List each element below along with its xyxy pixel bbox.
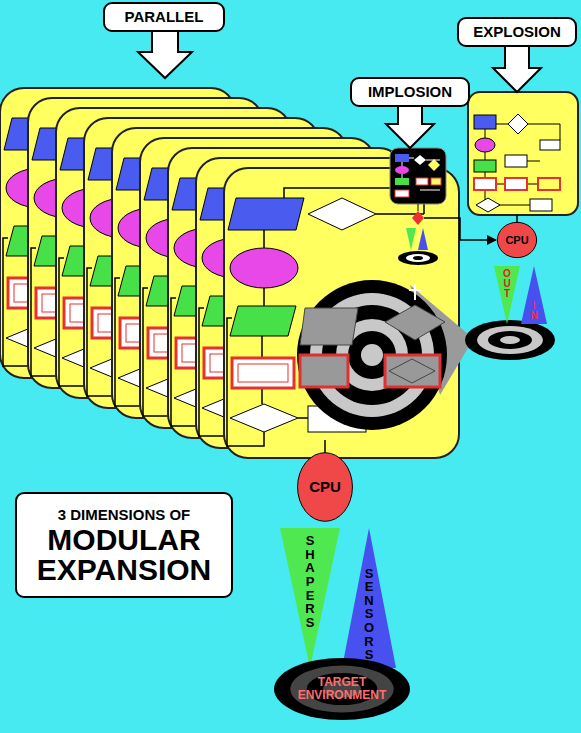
node-text: MODULAR EXPANSION bbox=[25, 525, 223, 585]
node-text: CPU bbox=[505, 234, 528, 247]
signal-wire bbox=[516, 215, 518, 222]
node-text: EXPLOSION bbox=[473, 23, 561, 40]
node-text: SHAPERS bbox=[304, 534, 316, 629]
callout-arrow bbox=[386, 104, 434, 148]
module-target bbox=[297, 280, 447, 430]
node-text: 3 DIMENSIONS OF bbox=[58, 505, 191, 525]
node-text: SENSORS bbox=[363, 567, 375, 662]
input-triangle: IN bbox=[521, 266, 547, 324]
cpu-ellipse: CPU bbox=[297, 452, 353, 522]
callout-box: PARALLEL bbox=[103, 2, 225, 32]
sensors-triangle: SENSORS bbox=[342, 528, 396, 668]
small-target bbox=[465, 320, 555, 360]
node-text: IMPLOSION bbox=[368, 83, 452, 100]
implosion-board bbox=[390, 148, 446, 265]
node-text: PARALLEL bbox=[125, 8, 204, 25]
module-board bbox=[224, 168, 459, 458]
node-text: CPU bbox=[309, 478, 341, 495]
title-box: 3 DIMENSIONS OFMODULAR EXPANSION bbox=[15, 492, 233, 598]
callout-arrow bbox=[493, 44, 541, 92]
callout-arrow bbox=[138, 29, 192, 78]
shapers-triangle: SHAPERS bbox=[280, 528, 340, 668]
signal-wire bbox=[324, 440, 326, 454]
callout-box: EXPLOSION bbox=[457, 17, 577, 47]
node-text: TARGET ENVIRONMENT bbox=[290, 676, 394, 702]
cpu-ellipse: CPU bbox=[497, 222, 537, 258]
node-text: OUT bbox=[503, 269, 512, 299]
signal-wire bbox=[424, 218, 496, 240]
output-triangle: OUT bbox=[494, 266, 520, 324]
explosion-board bbox=[468, 92, 578, 215]
target-ellipse: TARGET ENVIRONMENT bbox=[274, 658, 410, 720]
callout-box: IMPLOSION bbox=[350, 77, 470, 107]
node-text: IN bbox=[530, 301, 539, 321]
